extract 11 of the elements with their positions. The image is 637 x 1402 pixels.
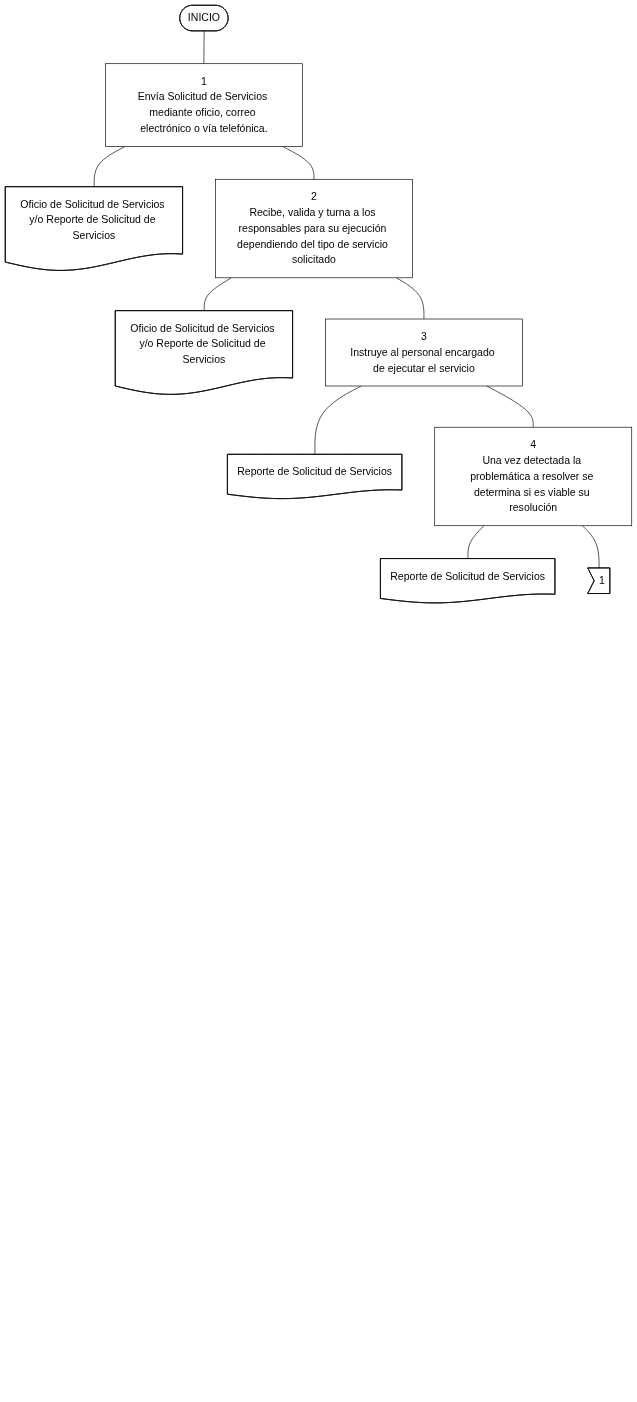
node-box: 3 Instruye al personal encargado de ejecutar el servicio: [325, 318, 523, 387]
connector: [396, 277, 425, 320]
connector: [582, 525, 600, 569]
node-box: 4 Una vez detectada la problemática a resolver se determina si es viable su resolución: [434, 426, 633, 527]
connector: [282, 146, 315, 180]
connector: [203, 30, 205, 65]
connector: [203, 277, 232, 312]
connector: [93, 146, 126, 188]
node-box: 2 Recibe, valida y turna a los responsables para su ejecución dependiendo del tipo de servicio solicitado: [215, 178, 413, 279]
connector: [467, 525, 485, 560]
node-box: 1 Envía Solicitud de Servicios mediante oficio, correo electrónico o vía telefónica.: [105, 63, 303, 147]
